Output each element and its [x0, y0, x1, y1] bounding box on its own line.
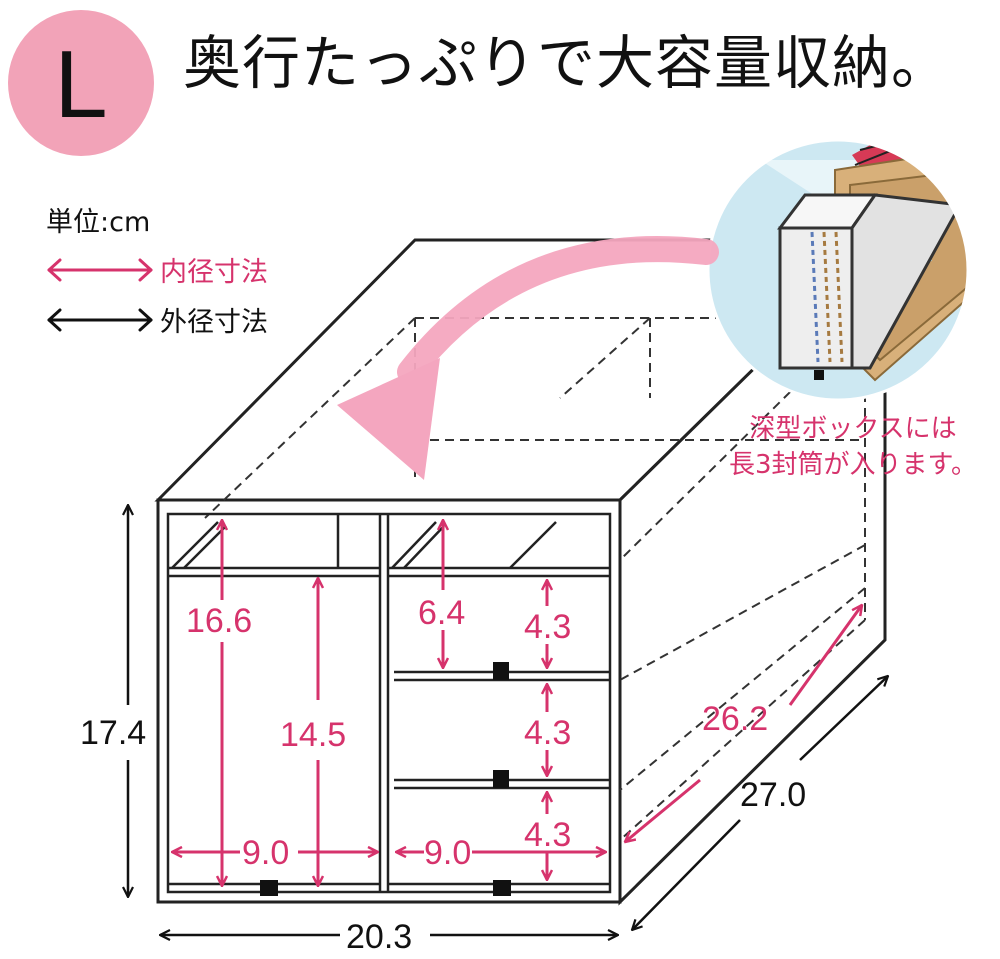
- double-arrow-icon: [47, 258, 153, 281]
- pointer-arrow-icon: [337, 236, 719, 480]
- outer-dimension-arrows: [128, 505, 888, 935]
- dim-inner-depth: 26.2: [702, 700, 768, 738]
- headline: 奥行たっぷりで大容量収納。: [183, 29, 951, 97]
- inner-dimension-label: 内径寸法: [160, 257, 268, 288]
- dim-right-top: 6.4: [418, 594, 465, 632]
- unit-label: 単位:cm: [46, 207, 151, 238]
- note-line-1: 深型ボックスには: [749, 414, 957, 444]
- dim-left-width: 9.0: [242, 834, 289, 872]
- inset-illustration: [706, 138, 970, 402]
- outer-dimension-label: 外径寸法: [160, 307, 268, 338]
- dim-outer-depth: 27.0: [740, 776, 806, 814]
- envelope-note: 深型ボックスには 長3封筒が入ります。: [718, 411, 988, 483]
- drawer-handles: [260, 662, 511, 896]
- front-compartments: [166, 512, 612, 894]
- dim-right-drawer-1: 4.3: [524, 608, 571, 646]
- double-arrow-icon: [47, 308, 153, 331]
- legend-outer: 外径寸法: [46, 300, 268, 339]
- dim-right-width: 9.0: [424, 834, 471, 872]
- dim-outer-width: 20.3: [346, 918, 412, 956]
- inner-dimension-arrows: [172, 520, 862, 886]
- dimension-labels: 16.6 14.5 9.0 9.0 6.4 4.3 4.3 4.3 26.2 1…: [80, 594, 806, 956]
- dim-left-full-height: 16.6: [186, 602, 252, 640]
- dim-left-drawer-height: 14.5: [280, 716, 346, 754]
- dim-right-drawer-2: 4.3: [524, 714, 571, 752]
- dim-right-drawer-3: 4.3: [524, 816, 571, 854]
- dim-outer-height: 17.4: [80, 714, 146, 752]
- note-line-2: 長3封筒が入ります。: [729, 450, 977, 480]
- size-badge: L: [8, 10, 154, 156]
- size-letter: L: [54, 31, 108, 138]
- legend-inner: 内径寸法: [46, 250, 268, 289]
